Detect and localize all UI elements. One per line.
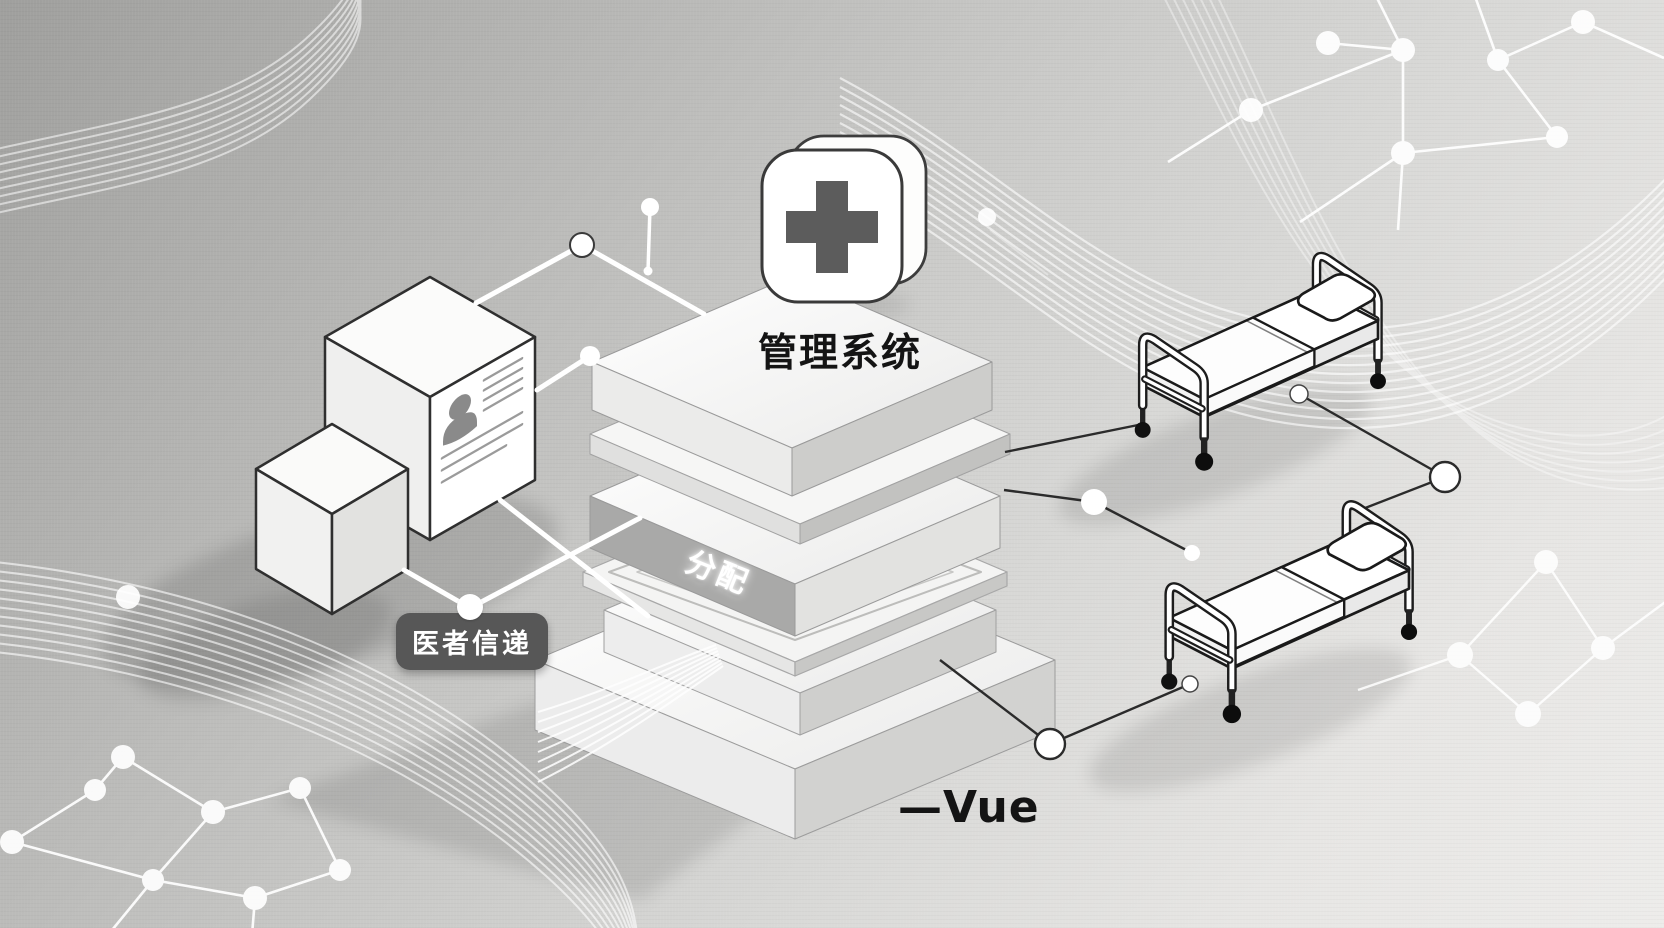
floating-node [978,208,1049,276]
wave-top-left [0,0,362,214]
layer-stack [534,275,1056,840]
stack-layer-1-top [591,275,993,497]
network-graph-top-right [1167,0,1664,231]
vue-framework-label: —Vue [898,782,1040,833]
person-icon [443,394,477,446]
badge-node-icon [457,594,483,620]
connector-lines-left [401,198,707,619]
medical-cross-icon [760,134,928,304]
network-graph-bottom-left [0,585,351,928]
connector-lines-right [939,384,1462,761]
wave-bottom-left [0,561,638,928]
small-cube [254,422,410,616]
management-system-label: 管理系统 [757,331,922,376]
wave-stack-ribbon [537,644,724,783]
courier-badge: 医者信递 [396,613,548,670]
network-graph-bottom-right [1357,550,1664,727]
patient-card-content [440,356,524,484]
card-text-lines [440,356,524,484]
